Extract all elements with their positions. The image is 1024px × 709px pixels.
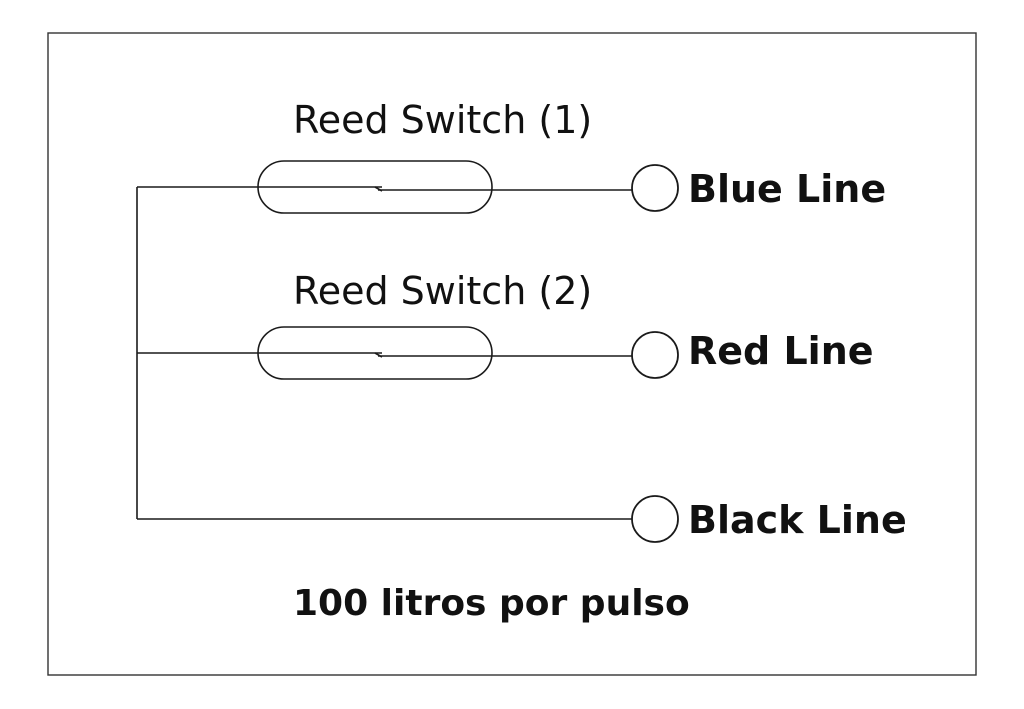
pulse-rate-caption: 100 litros por pulso (293, 583, 690, 624)
switch-1-capsule (257, 160, 493, 214)
switch-1-label: Reed Switch (1) (293, 98, 592, 142)
reed-switch-1: Reed Switch (1) (137, 98, 633, 214)
switch-2-label: Reed Switch (2) (293, 269, 592, 313)
switch-2-capsule (257, 326, 493, 380)
red-line-terminal (631, 331, 679, 379)
blue-line-terminal (631, 164, 679, 212)
black-line-label: Black Line (688, 498, 907, 542)
reed-switch-2: Reed Switch (2) (137, 269, 633, 380)
red-line-label: Red Line (688, 329, 874, 373)
diagram-frame (47, 32, 977, 676)
black-line-terminal (631, 495, 679, 543)
blue-line-label: Blue Line (688, 167, 886, 211)
